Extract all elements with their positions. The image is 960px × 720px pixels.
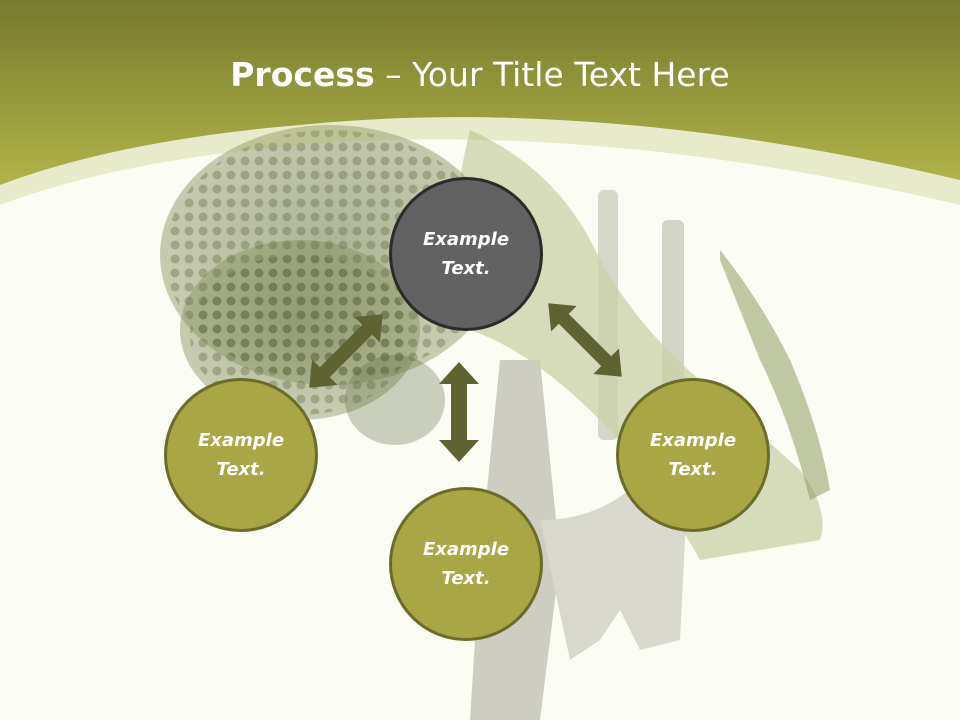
arrow-center-left (309, 314, 383, 388)
bottom-node: Example Text. (389, 487, 543, 641)
left-node: Example Text. (164, 378, 318, 532)
broccoli-floret (160, 125, 500, 445)
title-rest: – Your Title Text Here (374, 55, 730, 94)
right-node: Example Text. (616, 378, 770, 532)
arrow-center-right (548, 303, 622, 377)
arrow-center-bottom (439, 362, 479, 462)
center-node: Example Text. (389, 177, 543, 331)
title-bold: Process (230, 55, 375, 94)
bottom-node-label: Example Text. (422, 539, 510, 589)
slide-title: Process – Your Title Text Here (0, 52, 960, 98)
right-node-label: Example Text. (649, 430, 737, 480)
left-node-label: Example Text. (197, 430, 285, 480)
center-node-label: Example Text. (422, 229, 510, 279)
header-band (0, 0, 960, 185)
